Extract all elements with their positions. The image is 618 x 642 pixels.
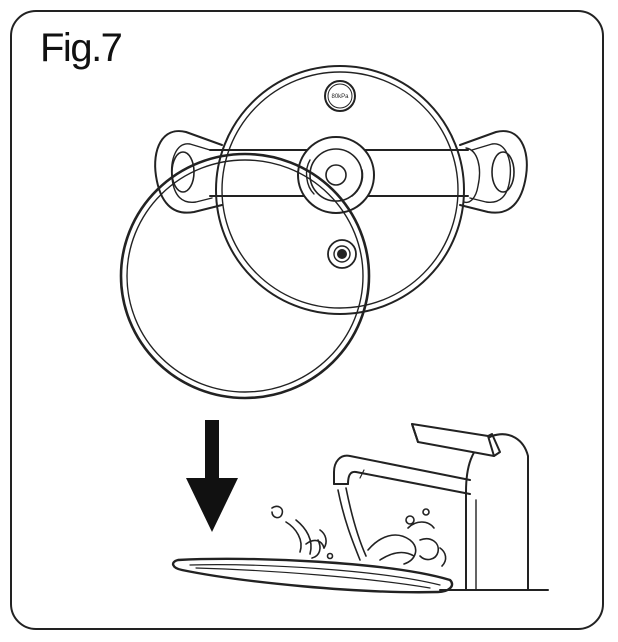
down-arrow-icon	[186, 420, 238, 532]
sealing-ring-icon	[119, 152, 371, 400]
faucet-icon	[333, 423, 549, 591]
water-splash-icon	[271, 487, 447, 567]
gauge-text: 80kPa	[331, 94, 349, 100]
figure-frame	[10, 10, 604, 630]
figure-label: Fig.7	[40, 26, 123, 70]
sealing-ring-washed-icon	[171, 557, 454, 594]
pressure-cooker-lid-icon	[154, 65, 528, 315]
